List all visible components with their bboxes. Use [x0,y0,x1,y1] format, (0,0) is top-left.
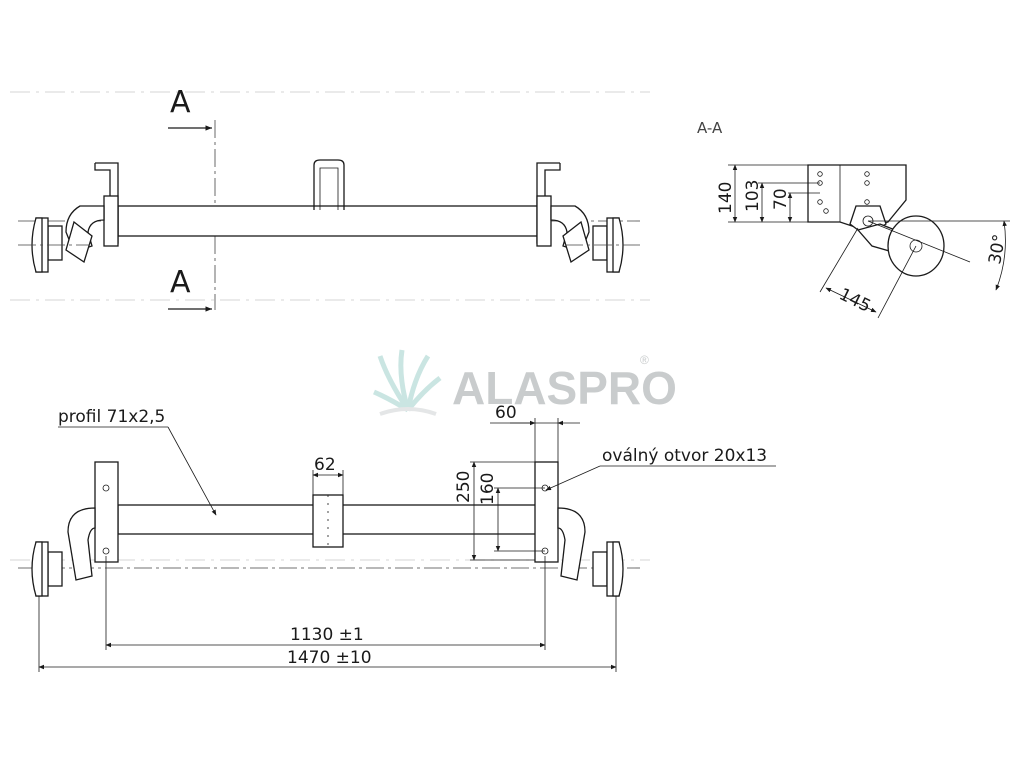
front-left-hub [31,507,96,597]
top-right-hub [550,205,640,273]
top-right-bracket [536,162,561,247]
profile-leader [167,426,217,516]
dim-1470: 1470 ±10 [287,648,372,668]
section-dim-145: 145 [836,285,874,317]
oval-hole-leader [545,465,601,491]
watermark-registered: ® [640,353,649,367]
section-holes [817,171,870,214]
front-left-bracket [94,461,119,563]
section-dim-angle: 30° [985,233,1010,266]
watermark-leaf-icon [373,349,442,416]
section-dim-103: 103 [743,180,763,212]
top-view: A A [10,85,650,312]
section-view: A-A 30° 140 [697,119,1010,319]
watermark-brand: ALASPRO [452,362,677,414]
dim-62: 62 [314,455,336,475]
dim-60: 60 [495,403,517,423]
front-view: profil 71x2,5 oválný otvor 20x13 60 62 2… [10,403,776,672]
dim-1130: 1130 ±1 [290,625,364,645]
dim-160: 160 [478,473,498,505]
top-left-bracket [94,162,119,247]
front-right-bracket [534,461,559,563]
label-profile: profil 71x2,5 [58,407,165,427]
front-right-hub [557,507,624,597]
top-left-hub [18,205,105,273]
top-center-clamp [313,159,345,210]
label-oval-hole: oválný otvor 20x13 [602,446,767,466]
dim-250: 250 [454,471,474,503]
section-dim-140: 140 [716,182,736,214]
section-view-label: A-A [697,119,723,137]
watermark: ALASPRO ® [373,349,677,416]
section-dim-70: 70 [771,188,791,210]
top-axle-tube [117,205,539,237]
section-marker-top: A [170,85,191,120]
section-marker-bottom: A [170,265,191,300]
